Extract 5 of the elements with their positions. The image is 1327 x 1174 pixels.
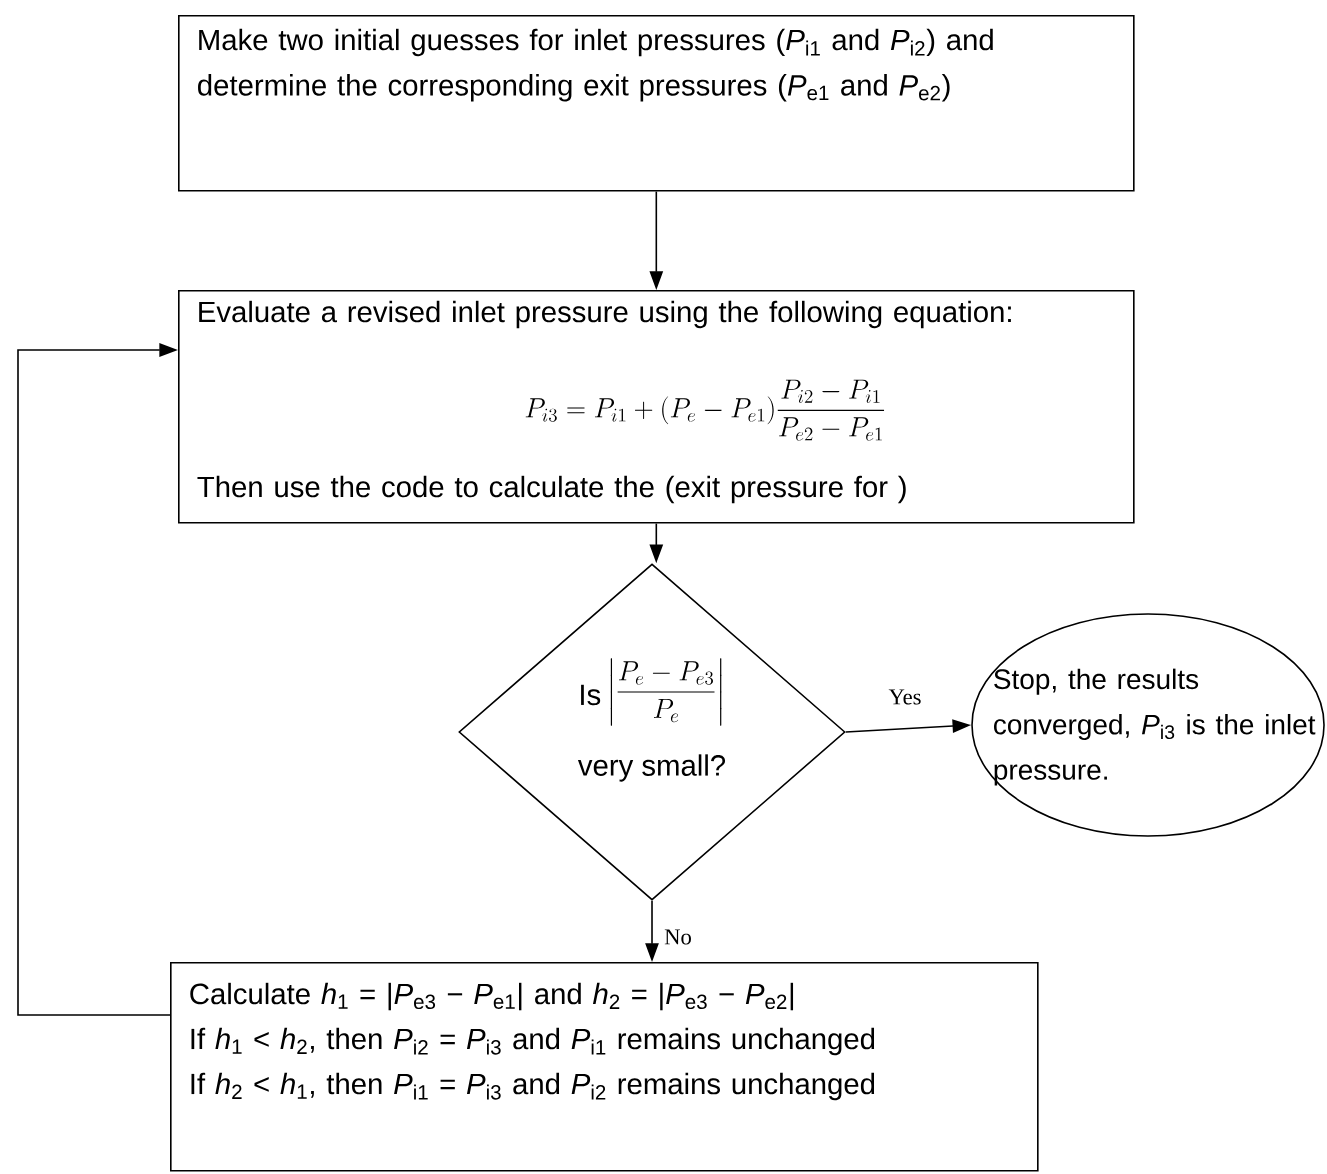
- edge-label: No: [662, 928, 694, 946]
- process-box: Calculate h$_{1}$ = |P$_{e3}$ − P$_{e1}$| and h$_{2}$ = |P$_{e3}$ − P$_{e2}$| If h$_{1}$ < h$_{2}$, then P$_{i2}$ = P$_{i3}$ and P$_{i1}$ remains unchanged If h$_{2}$ < h$_{1}$, then P$_{i1}$ = P$_{i3}$ and P$_{i2}$ remains unchanged: [170, 962, 1039, 1172]
- process-box: Evaluate a revised inlet pressure using the following equation: $P_{i3} = P_{i1} + (P_e - P_{e1})\frac{P_{i2} - P_{i1}}{P_{e2} - P_{e1}}$ Then use the code to calculate the (exit pressure for ): [178, 290, 1135, 524]
- process-box: Make two initial guesses for inlet pressures (P$_{i1}$ and P$_{i2}$) and determine the corresponding exit pressures (P$_{e1}$ and P$_{e2}$): [178, 15, 1135, 192]
- edge-label: Yes: [887, 688, 923, 706]
